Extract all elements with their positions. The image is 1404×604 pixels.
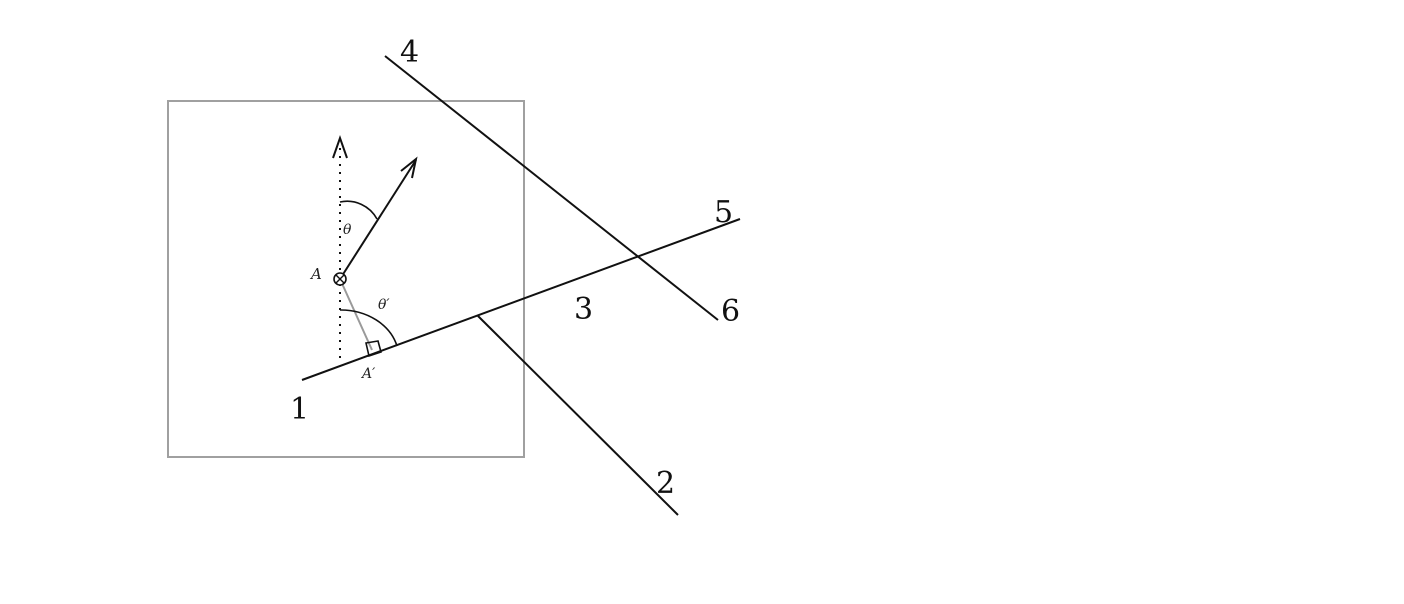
right-angle-marker (365, 340, 382, 358)
vertical-arrowhead (332, 134, 348, 159)
label-line-2: 2 (656, 466, 675, 501)
angle-theta-arc (339, 200, 378, 220)
label-angle-theta-prime: θ′ (378, 297, 390, 313)
label-point-a: A (309, 265, 322, 283)
label-line-4: 4 (400, 35, 419, 70)
angle-theta-prime-arc (339, 309, 398, 347)
frame-rectangle (167, 100, 525, 458)
direction-arrowhead (400, 156, 418, 179)
label-line-6: 6 (721, 294, 740, 329)
label-line-5: 5 (714, 195, 733, 230)
label-line-3: 3 (574, 292, 593, 327)
direction-vector (339, 159, 417, 280)
perpendicular-segment (339, 278, 373, 351)
line-4-6 (384, 55, 719, 321)
line-2 (477, 315, 679, 516)
point-a-cross-2 (335, 274, 345, 284)
label-line-1: 1 (290, 392, 309, 427)
label-angle-theta: θ (343, 222, 352, 238)
line-1-5 (301, 218, 741, 381)
label-point-a-prime: A′ (360, 366, 376, 382)
